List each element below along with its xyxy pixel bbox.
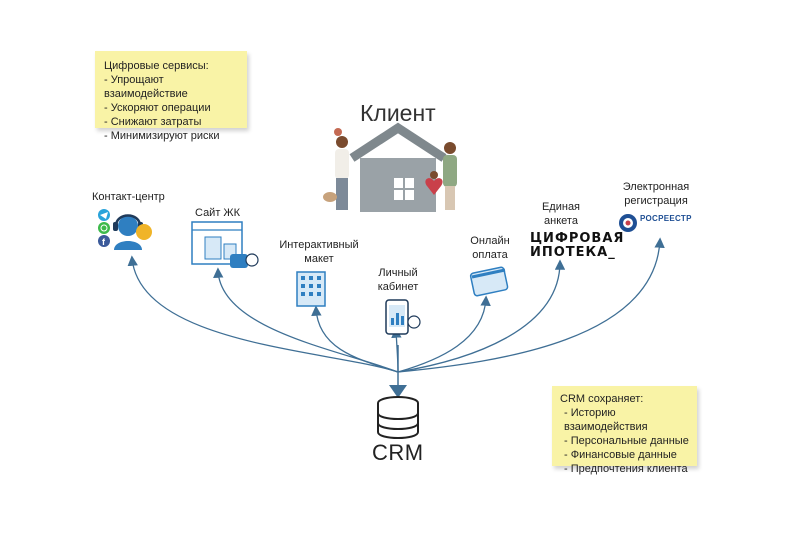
- label-line: регистрация: [624, 195, 688, 207]
- arrow-e-registration: [397, 237, 665, 373]
- crm-inbound-arrowhead: [389, 385, 407, 398]
- crm-stores-note: CRM сохраняет: - Историю взаимодействия …: [552, 386, 697, 475]
- label-interactive-model: Интерактивный макет: [278, 238, 360, 266]
- arrow-online-payment: [397, 295, 491, 373]
- digital-services-note: Цифровые сервисы: - Упрощают взаимодейст…: [95, 51, 247, 142]
- database-icon: [377, 396, 419, 439]
- svg-text:f: f: [102, 237, 106, 247]
- label-line: кабинет: [377, 281, 419, 293]
- digital-services-item: - Минимизируют риски: [104, 130, 220, 142]
- headset-operator-icon: [113, 214, 152, 250]
- logo-line: ЦИФРОВАЯ: [530, 231, 625, 246]
- building-icon: [296, 271, 326, 307]
- crm-stores-item: - Персональные данные: [564, 435, 689, 447]
- house-icon: [349, 122, 447, 212]
- arrow-single-form: [397, 259, 566, 373]
- logo-line: ИПОТЕКА_: [530, 245, 616, 260]
- label-e-registration: Электронная регистрация: [620, 180, 692, 208]
- credit-card-icon: [469, 266, 509, 297]
- label-line: Личный: [378, 267, 418, 279]
- label-line: Онлайн: [470, 235, 510, 247]
- label-personal-account: Личный кабинет: [374, 266, 422, 294]
- connector-arrows: [127, 237, 665, 388]
- label-line: Электронная: [622, 181, 690, 193]
- digital-services-item: - Упрощают взаимодействие: [104, 74, 188, 100]
- crm-stores-title: CRM сохраняет:: [560, 393, 644, 405]
- crm-stores-item: - Предпочтения клиента: [564, 463, 688, 475]
- facebook-icon: [98, 235, 110, 247]
- client-title: Клиент: [360, 100, 436, 126]
- rosreestr-logo-text: РОСРЕЕСТР: [640, 214, 692, 223]
- crm-stores-item: - Историю взаимодействия: [564, 407, 648, 433]
- smartphone-icon: [385, 299, 421, 335]
- browser-window-icon: [191, 221, 259, 268]
- arrow-interactive-model: [311, 305, 399, 373]
- contact-center-icon: f: [98, 209, 152, 250]
- label-line: Интерактивный: [279, 239, 359, 251]
- rosreestr-emblem-icon: [619, 214, 637, 232]
- digital-services-item: - Снижают затраты: [104, 116, 202, 128]
- label-online-payment: Онлайн оплата: [470, 234, 510, 262]
- crm-title: CRM: [372, 440, 424, 465]
- label-single-form: Единая анкета: [540, 200, 582, 228]
- family-illustration: [323, 128, 457, 210]
- digital-services-item: - Ускоряют операции: [104, 102, 211, 114]
- arrow-contact-center: [127, 255, 399, 373]
- label-website: Сайт ЖК: [195, 207, 240, 219]
- digital-services-title: Цифровые сервисы:: [104, 60, 209, 72]
- label-contact-center: Контакт-центр: [92, 191, 165, 203]
- label-line: анкета: [544, 215, 578, 227]
- label-line: макет: [304, 253, 334, 265]
- label-line: оплата: [472, 249, 508, 261]
- digital-ipoteka-logo: ЦИФРОВАЯ ИПОТЕКА_: [530, 232, 624, 260]
- crm-stores-item: - Финансовые данные: [564, 449, 677, 461]
- label-line: Единая: [541, 201, 581, 213]
- whatsapp-icon: [98, 222, 110, 234]
